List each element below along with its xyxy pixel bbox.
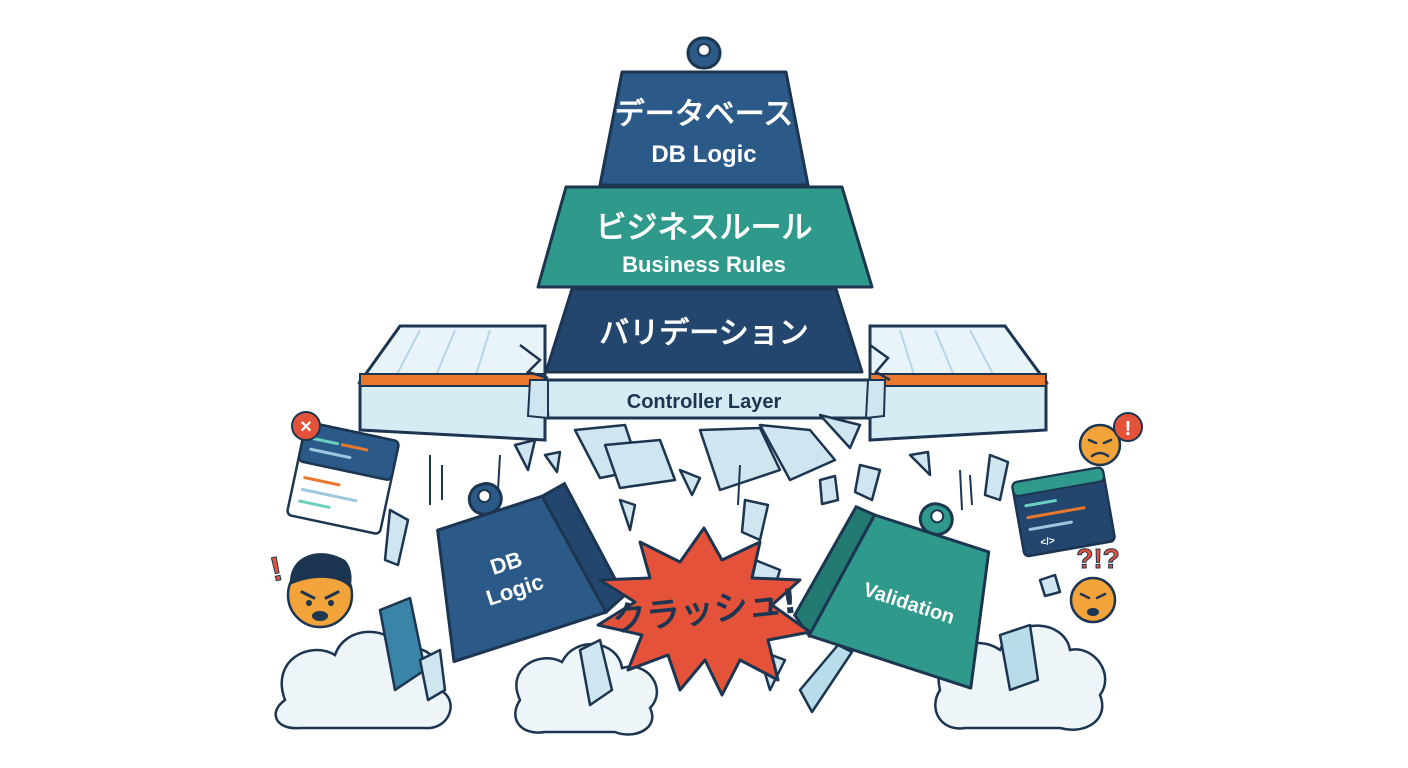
- error-badge-symbol: ×: [300, 416, 312, 438]
- frustrated-face-icon: [286, 553, 354, 629]
- top-weight: データベース DB Logic: [598, 70, 810, 187]
- weight-hook-icon: [686, 36, 722, 70]
- top-weight-jp-label: データベース: [615, 97, 794, 132]
- code-tag-symbol: </>: [1040, 535, 1056, 548]
- code-window-icon: [286, 421, 400, 535]
- frustrated-face-icon: [1078, 423, 1122, 467]
- falling-validation-weight: Validation: [792, 502, 991, 690]
- top-weight-en-label: DB Logic: [651, 141, 756, 168]
- error-badge-icon: ×: [291, 411, 321, 441]
- crash-burst: クラッシュ!: [596, 526, 812, 697]
- bottom-weight-jp-label: バリデーション: [599, 316, 808, 351]
- controller-slab: Controller Layer: [357, 324, 1049, 442]
- controller-layer-label: Controller Layer: [627, 391, 782, 413]
- middle-weight-jp-label: ビジネスルール: [596, 210, 813, 246]
- confusion-symbol: ?!?: [1076, 543, 1120, 574]
- middle-weight: ビジネスルール Business Rules: [536, 185, 874, 289]
- alert-badge-icon: !: [1113, 412, 1143, 442]
- middle-weight-en-label: Business Rules: [622, 252, 786, 277]
- bottom-weight: バリデーション: [544, 287, 864, 374]
- frustrated-face-icon: [1069, 576, 1117, 624]
- falling-db-logic-weight: DB Logic: [436, 481, 626, 664]
- alert-badge-symbol: !: [1125, 418, 1132, 440]
- code-window-icon: </>: [1011, 466, 1116, 558]
- left-exclaim-symbol: !: [267, 550, 286, 590]
